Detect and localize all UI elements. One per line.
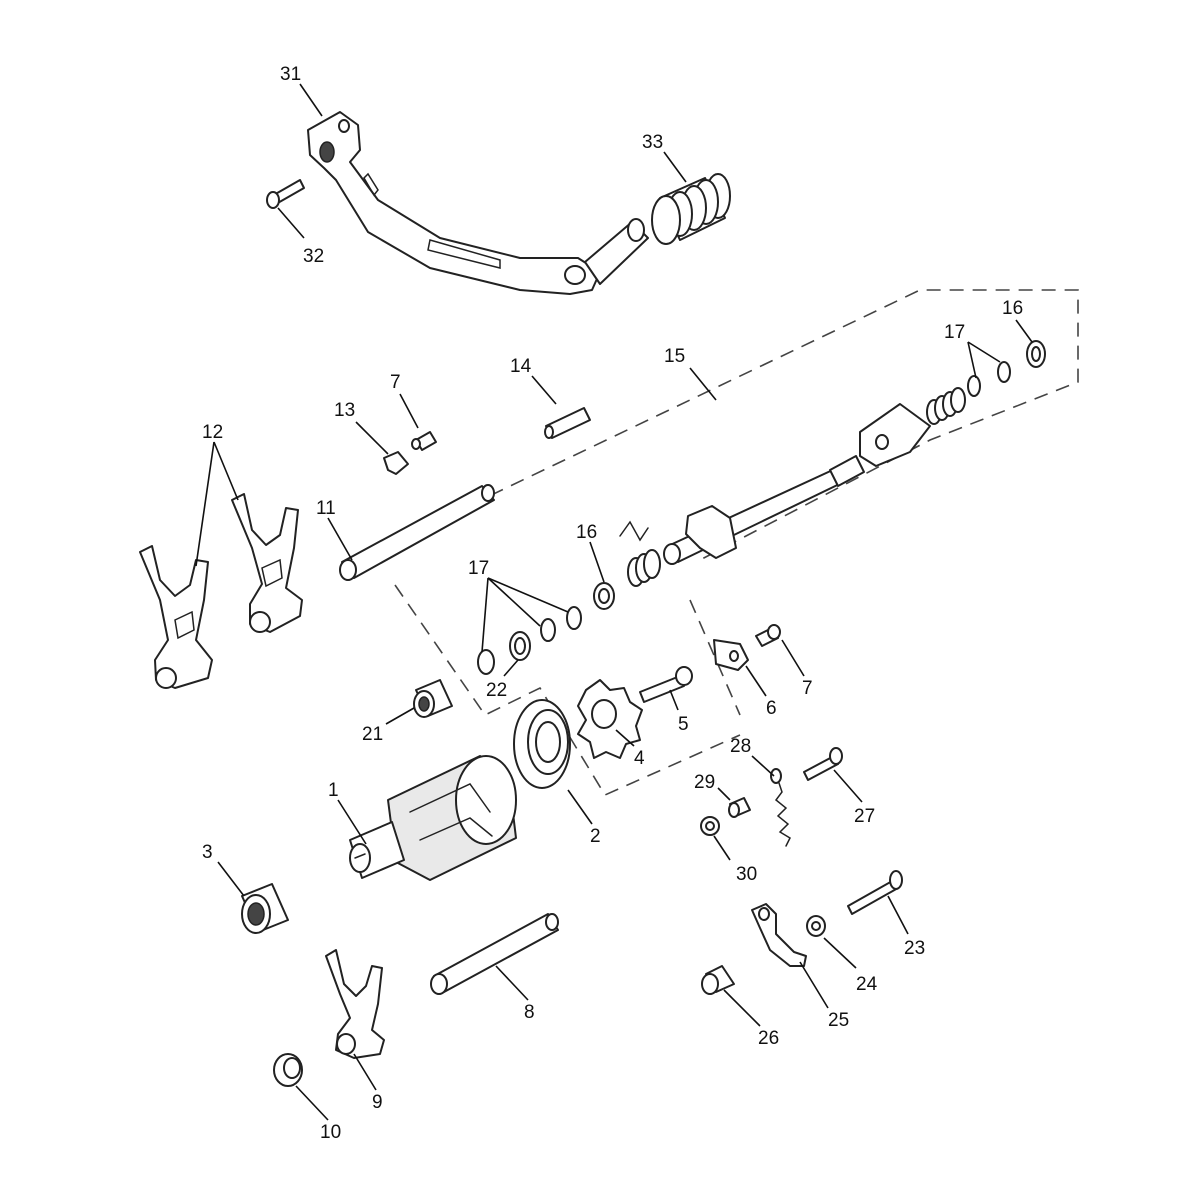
foot-peg-rubber xyxy=(651,173,731,245)
callout-31: 31 xyxy=(280,64,301,85)
detent-roller xyxy=(701,965,735,995)
callout-13: 13 xyxy=(334,400,355,421)
callout-24: 24 xyxy=(856,974,878,995)
star-wheel xyxy=(577,679,643,759)
callout-29: 29 xyxy=(694,772,715,793)
callout-labels: 31 32 33 16 17 15 14 7 13 12 11 16 17 22… xyxy=(202,64,1023,1143)
callout-3: 3 xyxy=(202,842,213,863)
washer-lower-hole xyxy=(598,588,610,604)
pivot-washer-hole xyxy=(811,921,821,931)
inner-assembly-outline-2 xyxy=(689,599,741,716)
callout-32: 32 xyxy=(303,246,324,267)
callout-28: 28 xyxy=(730,736,751,757)
fork-rod-lower xyxy=(430,913,559,995)
callout-17-lower: 17 xyxy=(468,558,489,579)
callout-8: 8 xyxy=(524,1002,535,1023)
leader-lines xyxy=(195,83,1033,1121)
retaining-clip xyxy=(383,451,409,475)
callout-4: 4 xyxy=(634,748,645,769)
callout-15: 15 xyxy=(664,346,685,367)
screw-lower xyxy=(755,624,781,647)
fork-rod xyxy=(339,484,495,581)
lever-bolt xyxy=(266,179,305,209)
callout-10: 10 xyxy=(320,1122,341,1143)
callout-33: 33 xyxy=(642,132,663,153)
circlip-upper-2 xyxy=(997,361,1011,383)
circlip-upper-1 xyxy=(967,375,981,397)
callout-6: 6 xyxy=(766,698,777,719)
washer-upper-hole xyxy=(1031,346,1041,362)
shift-fork-left xyxy=(139,545,213,689)
callout-23: 23 xyxy=(904,938,925,959)
callout-14: 14 xyxy=(510,356,532,377)
callout-17-upper: 17 xyxy=(944,322,965,343)
circlip-lower-1 xyxy=(477,649,495,675)
gear-lever xyxy=(307,111,649,295)
selector-drum xyxy=(349,755,517,881)
screw-upper xyxy=(411,431,437,451)
callout-11: 11 xyxy=(316,498,336,519)
long-bolt xyxy=(847,870,903,915)
inner-assembly-outline xyxy=(394,584,741,797)
callout-5: 5 xyxy=(678,714,689,735)
callout-21: 21 xyxy=(362,724,383,745)
shift-fork-right xyxy=(231,493,303,633)
needle-bearing-large xyxy=(241,883,289,934)
return-spring xyxy=(770,768,791,847)
locating-plate xyxy=(713,639,749,671)
drain-plug xyxy=(273,1053,303,1087)
callout-7-lower: 7 xyxy=(802,678,813,699)
spacer-bush xyxy=(728,797,751,818)
callout-25: 25 xyxy=(828,1010,849,1031)
callout-26: 26 xyxy=(758,1028,779,1049)
star-wheel-bolt xyxy=(639,666,693,703)
spring-washer-hole xyxy=(705,821,715,831)
circlip-lower-2 xyxy=(540,618,556,642)
callout-27: 27 xyxy=(854,806,875,827)
callout-30: 30 xyxy=(736,864,757,885)
dowel-pin xyxy=(544,407,591,439)
callout-16-lower: 16 xyxy=(576,522,597,543)
torsion-spring xyxy=(619,520,661,587)
callout-12: 12 xyxy=(202,422,223,443)
circlip-lower-3 xyxy=(566,606,582,630)
pivot-bolt xyxy=(803,747,843,781)
drum-bearing xyxy=(513,699,571,789)
callout-1: 1 xyxy=(328,780,339,801)
shaft-spring xyxy=(926,387,966,425)
shift-fork-lower xyxy=(325,949,385,1059)
detent-arm xyxy=(751,903,807,967)
callout-22: 22 xyxy=(486,680,507,701)
thrust-washer-hole xyxy=(514,637,526,655)
callout-2: 2 xyxy=(590,826,601,847)
needle-bearing-small xyxy=(413,679,453,718)
selector-shaft xyxy=(663,403,931,565)
callout-7-upper: 7 xyxy=(390,372,401,393)
callout-16-upper: 16 xyxy=(1002,298,1023,319)
callout-9: 9 xyxy=(372,1092,383,1113)
